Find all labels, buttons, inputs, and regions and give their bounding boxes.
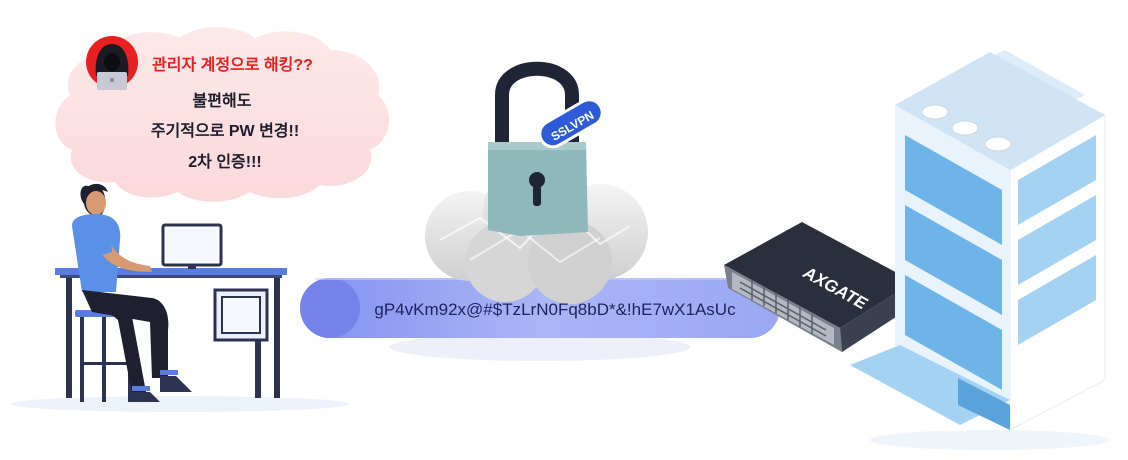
- office-building: [850, 50, 1110, 450]
- speech-bubble-alert: 관리자 계정으로 해킹??: [152, 57, 313, 74]
- speech-bubble-line: 주기적으로 PW 변경!!: [150, 123, 300, 140]
- speech-bubble-line: 2차 인증!!!: [188, 154, 262, 171]
- tunnel-password-text: gP4vKm92x@#$TzLrN0Fq8bD*&!hE7wX1AsUc: [374, 300, 736, 319]
- sslvpn-tag: [538, 98, 604, 149]
- monitor: [161, 223, 223, 269]
- hacker-avatar-icon: [86, 36, 138, 90]
- vpn-tunnel: [300, 278, 780, 361]
- padlock-icon: [488, 61, 588, 236]
- user-person: [72, 183, 192, 402]
- speech-bubble: [55, 27, 389, 202]
- floor-shadow: [10, 396, 350, 412]
- desk: [55, 268, 287, 398]
- speech-bubble-line: 불편해도: [192, 93, 252, 110]
